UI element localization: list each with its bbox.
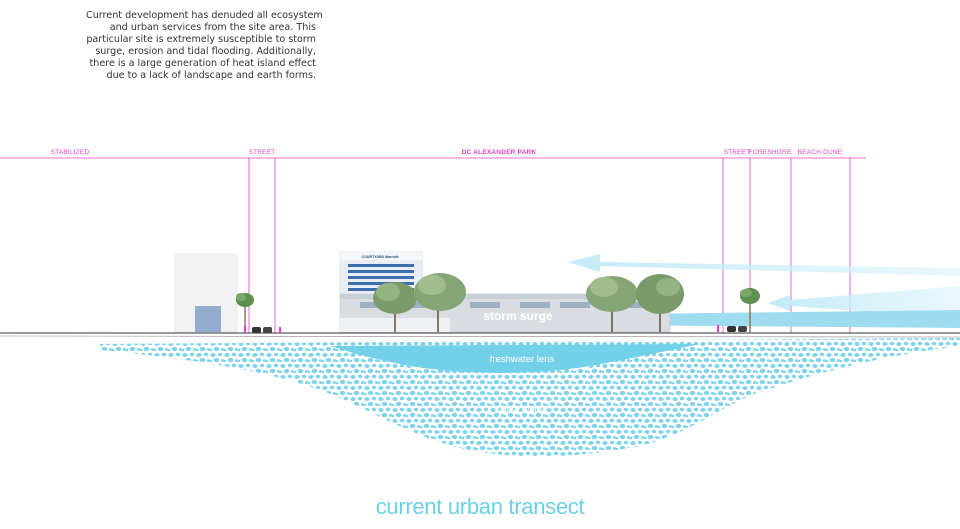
left-street [244,326,281,333]
description-line: and urban services from the site area. T… [109,22,316,33]
site-description: Current development has denuded all ecos… [86,10,323,82]
car [738,326,747,332]
surge-arrow-upper [568,254,960,276]
car [727,326,736,332]
surge-arrow-middle [768,286,960,318]
tree [586,276,638,332]
storm-surge-arrows [444,254,960,331]
description-line: particular site is extremely susceptible… [86,34,316,45]
storm-surge-label: storm surge [483,309,553,323]
hotel-sign: COURTYARD Marriott [361,255,399,259]
tree [373,282,417,332]
pedestrian [717,325,719,332]
zone-lines [0,157,866,333]
park-trees [373,273,684,332]
zone-label-street-right: STREET [723,149,751,156]
zone-label-park: DC ALEXANDER PARK [461,149,537,156]
description-line: due to a lack of landscape and earth for… [106,70,317,81]
tree [636,274,684,332]
surge-arrow-lower [444,309,960,331]
car [252,327,261,333]
description-line: there is a large generation of heat isla… [89,58,316,69]
right-street [717,325,747,332]
description-line: Current development has denuded all ecos… [86,10,323,21]
description-line: surge, erosion and tidal flooding. Addit… [95,46,316,57]
left-building [174,253,238,333]
zone-label-beach-dune: BEACH DUNE [797,149,843,156]
freshwater-lens [330,344,700,373]
zone-label-stabilized: STABILIZED [50,149,90,156]
pedestrian [244,326,246,333]
car [263,327,272,333]
zone-label-street-left: STREET [248,149,276,156]
tree [414,273,466,332]
ground-subline [0,335,960,338]
diagram-title: current urban transect [375,494,585,519]
palm-tree-right [740,288,760,332]
saline-water [100,338,960,457]
freshwater-lens-label: freshwater lens [489,354,555,365]
pedestrian [279,327,281,333]
saline-water-label: saline water [494,405,546,416]
zone-label-foreshore: FORESHORE [748,149,792,156]
